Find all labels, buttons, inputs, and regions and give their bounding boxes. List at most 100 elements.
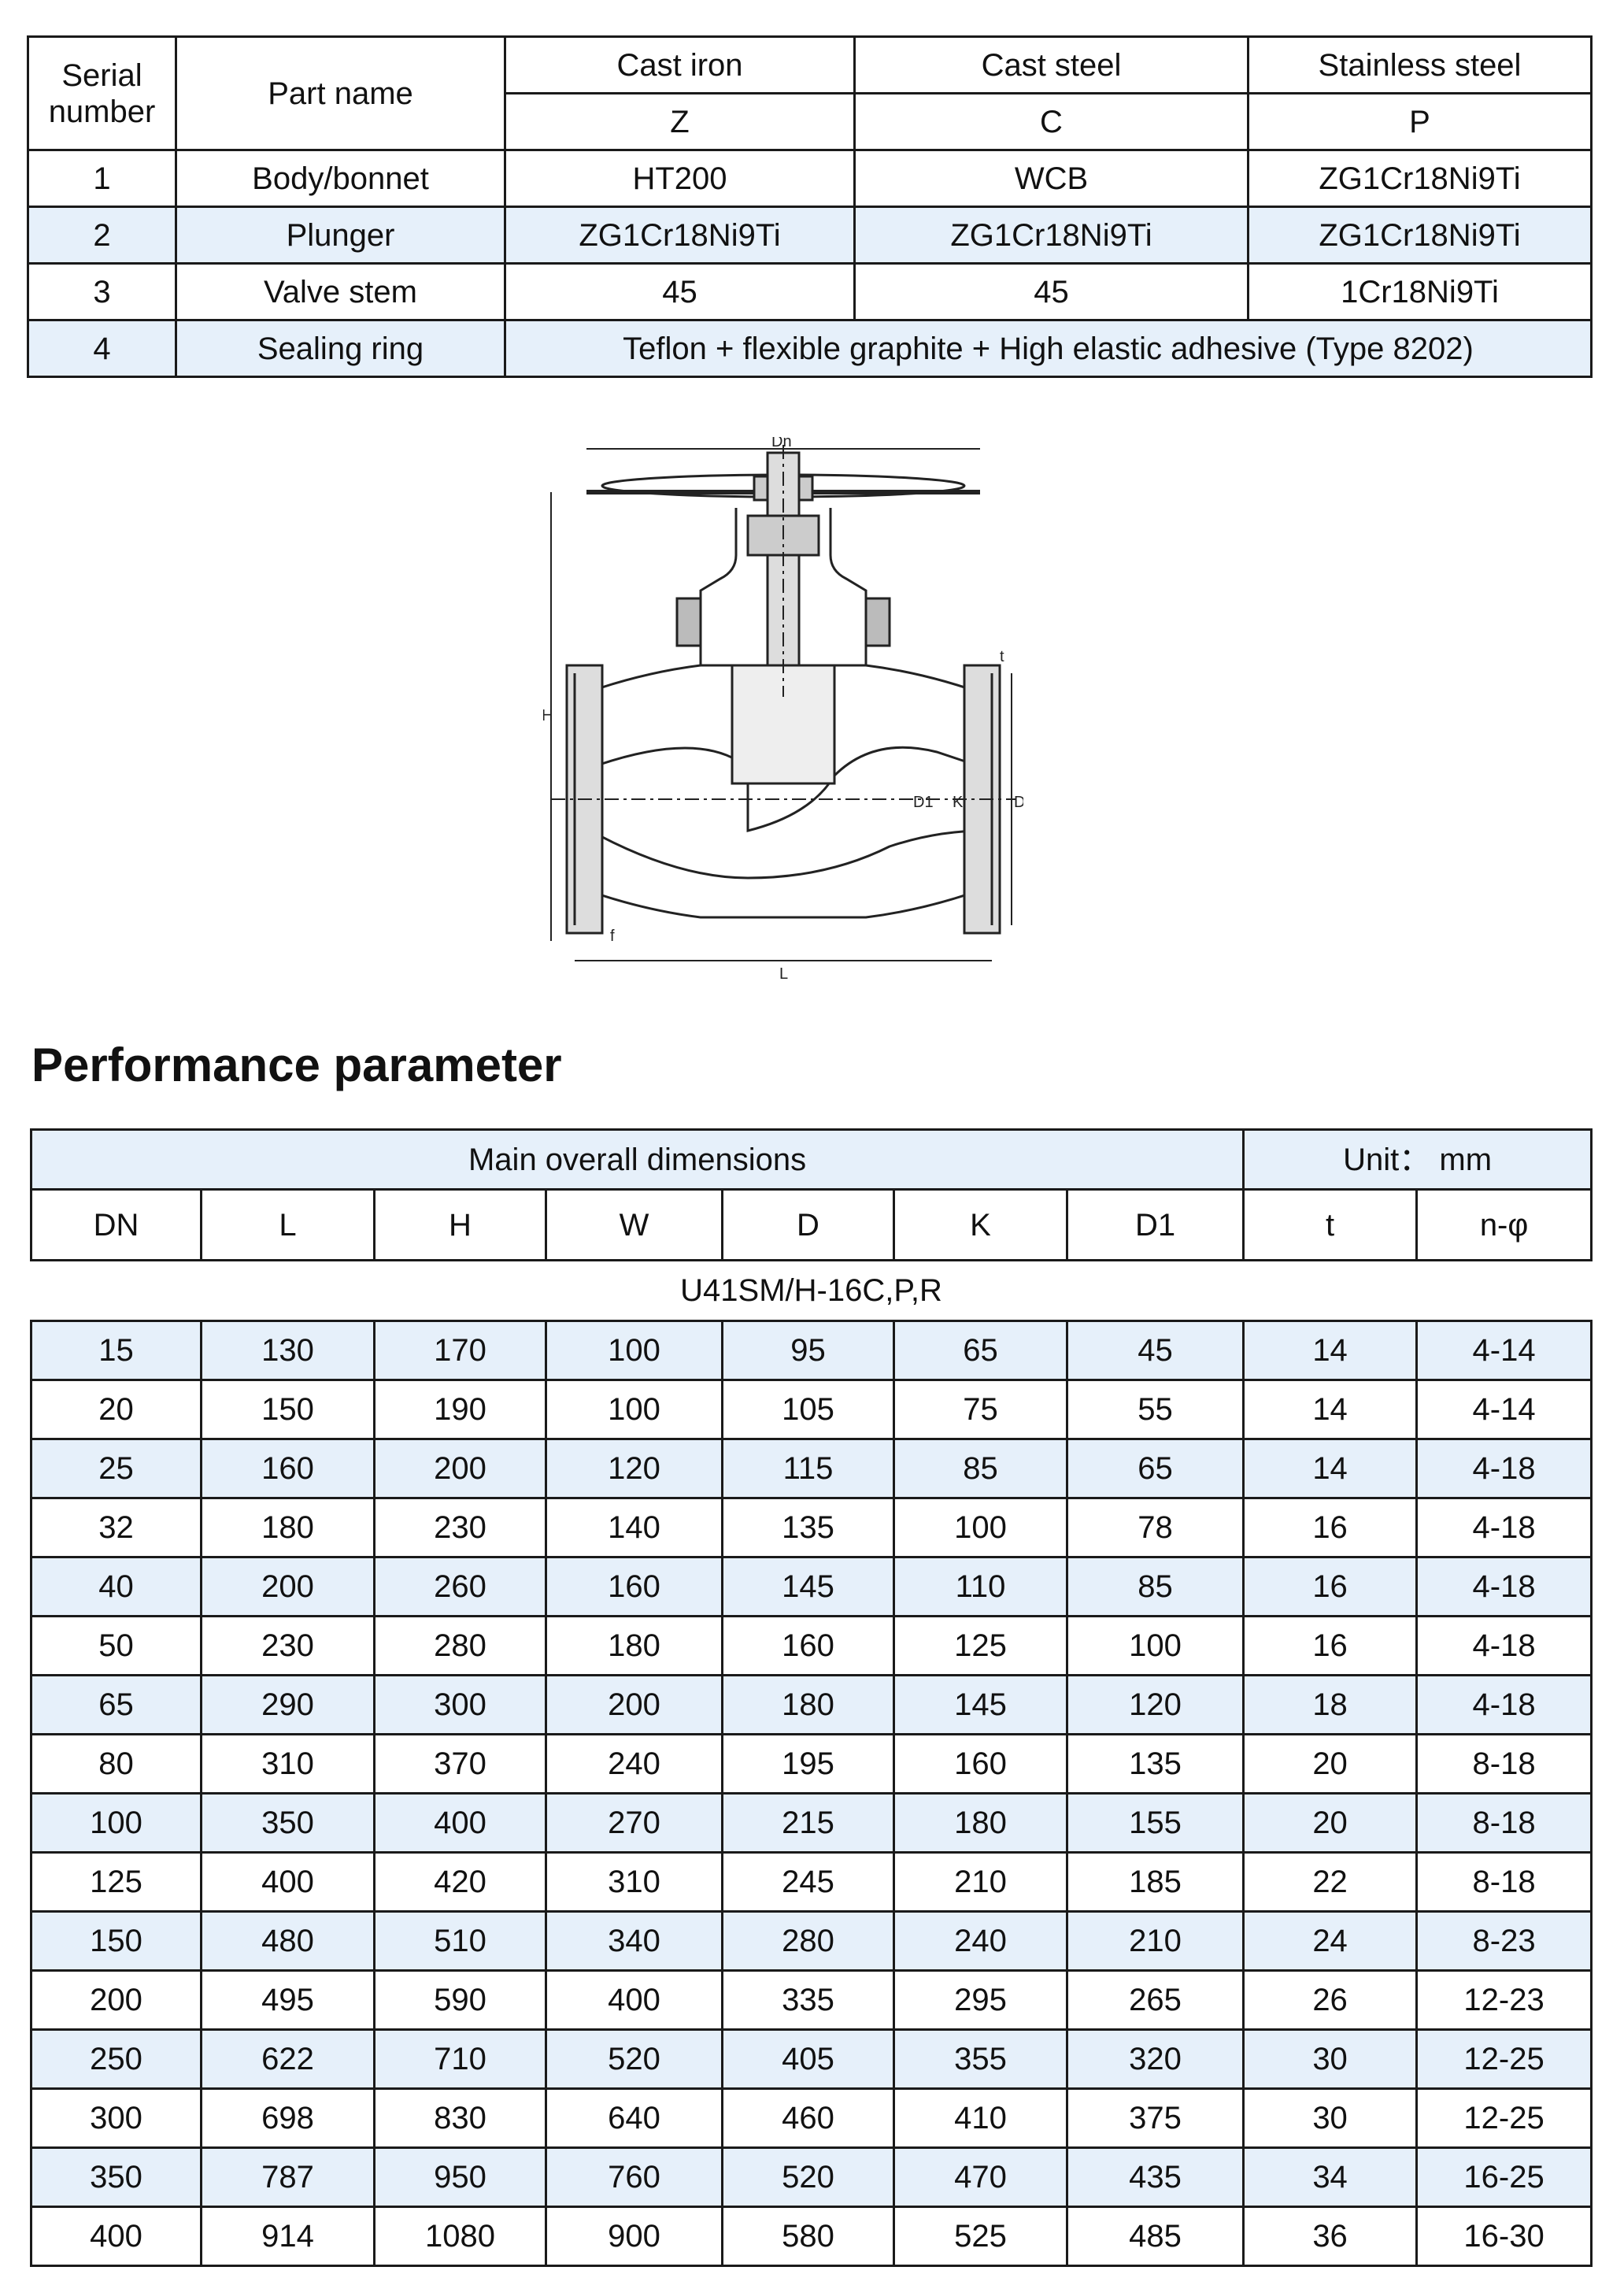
table-cell: 125	[893, 1615, 1068, 1676]
table-cell: 160	[893, 1733, 1068, 1795]
table-cell: 787	[200, 2146, 375, 2208]
table-cell: 310	[200, 1733, 375, 1795]
part-cell: Valve stem	[175, 262, 506, 321]
table-cell: 100	[1065, 1615, 1245, 1676]
table-cell: 335	[721, 1969, 895, 2031]
table-cell: 370	[373, 1733, 547, 1795]
column-header-k: K	[893, 1188, 1068, 1261]
table-cell: 8-23	[1415, 1910, 1593, 1972]
material-row: 1 Body/bonnet HT200 WCB ZG1Cr18Ni9Ti	[27, 149, 1593, 208]
part-name-header: Part name	[175, 35, 506, 151]
table-cell: 160	[200, 1438, 375, 1499]
material-row: 4 Sealing ring Teflon + flexible graphit…	[27, 319, 1593, 378]
cast-iron-cell: 45	[504, 262, 856, 321]
table-cell: 300	[30, 2087, 202, 2149]
table-cell: 65	[893, 1320, 1068, 1381]
column-header-n: n-φ	[1415, 1188, 1593, 1261]
table-cell: 4-18	[1415, 1556, 1593, 1617]
table-cell: 580	[721, 2206, 895, 2267]
table-cell: 45	[1065, 1320, 1245, 1381]
label-t: t	[1000, 648, 1004, 665]
table-cell: 14	[1242, 1379, 1419, 1440]
table-cell: 830	[373, 2087, 547, 2149]
table-cell: 150	[30, 1910, 202, 1972]
model-label: U41SM/H-16C,P,R	[31, 1259, 1592, 1322]
table-cell: 295	[893, 1969, 1068, 2031]
table-cell: 230	[373, 1497, 547, 1558]
table-cell: 180	[893, 1792, 1068, 1854]
table-cell: 200	[200, 1556, 375, 1617]
table-cell: 710	[373, 2028, 547, 2090]
table-cell: 914	[200, 2206, 375, 2267]
cast-steel-cell: WCB	[853, 149, 1249, 208]
table-cell: 85	[893, 1438, 1068, 1499]
table-cell: 14	[1242, 1438, 1419, 1499]
table-cell: 420	[373, 1851, 547, 1913]
table-cell: 135	[1065, 1733, 1245, 1795]
column-header-dn: DN	[30, 1188, 202, 1261]
table-cell: 30	[1242, 2028, 1419, 2090]
table-cell: 125	[30, 1851, 202, 1913]
table-cell: 350	[200, 1792, 375, 1854]
table-cell: 4-18	[1415, 1438, 1593, 1499]
table-cell: 405	[721, 2028, 895, 2090]
table-cell: 120	[1065, 1674, 1245, 1735]
table-cell: 400	[200, 1851, 375, 1913]
table-cell: 410	[893, 2087, 1068, 2149]
cast-steel-cell: ZG1Cr18Ni9Ti	[853, 206, 1249, 265]
table-cell: 100	[545, 1379, 723, 1440]
unit-header: Unit： mm	[1242, 1128, 1593, 1191]
table-cell: 4-18	[1415, 1674, 1593, 1735]
cast-iron-header: Cast iron	[504, 35, 856, 94]
performance-title: Performance parameter	[31, 1039, 562, 1091]
table-cell: 280	[721, 1910, 895, 1972]
cast-steel-header: Cast steel	[853, 35, 1249, 94]
serial-cell: 4	[27, 319, 177, 378]
main-dimensions-header: Main overall dimensions	[29, 1128, 1245, 1191]
table-cell: 260	[373, 1556, 547, 1617]
table-cell: 100	[30, 1792, 202, 1854]
table-cell: 150	[200, 1379, 375, 1440]
table-cell: 12-25	[1415, 2028, 1593, 2090]
table-cell: 4-18	[1415, 1497, 1593, 1558]
table-cell: 120	[545, 1438, 723, 1499]
table-cell: 460	[721, 2087, 895, 2149]
table-cell: 100	[545, 1320, 723, 1381]
table-cell: 240	[545, 1733, 723, 1795]
table-cell: 160	[721, 1615, 895, 1676]
table-cell: 180	[200, 1497, 375, 1558]
table-cell: 160	[545, 1556, 723, 1617]
table-cell: 34	[1242, 2146, 1419, 2208]
table-cell: 8-18	[1415, 1792, 1593, 1854]
column-header-d1: D1	[1065, 1188, 1245, 1261]
table-cell: 80	[30, 1733, 202, 1795]
table-cell: 280	[373, 1615, 547, 1676]
label-f: f	[610, 928, 615, 945]
part-cell: Sealing ring	[175, 319, 506, 378]
table-cell: 698	[200, 2087, 375, 2149]
table-cell: 8-18	[1415, 1733, 1593, 1795]
table-cell: 200	[373, 1438, 547, 1499]
table-cell: 16-25	[1415, 2146, 1593, 2208]
table-cell: 30	[1242, 2087, 1419, 2149]
materials-table: Serial number Part name Cast iron Cast s…	[27, 35, 1593, 378]
table-cell: 270	[545, 1792, 723, 1854]
valve-drawing: Dn H L D K D1 t f	[543, 437, 1023, 980]
table-cell: 185	[1065, 1851, 1245, 1913]
table-cell: 290	[200, 1674, 375, 1735]
table-cell: 265	[1065, 1969, 1245, 2031]
table-cell: 400	[373, 1792, 547, 1854]
table-cell: 130	[200, 1320, 375, 1381]
table-cell: 520	[545, 2028, 723, 2090]
cast-iron-cell: HT200	[504, 149, 856, 208]
table-cell: 20	[1242, 1733, 1419, 1795]
label-d: D	[1014, 794, 1023, 811]
